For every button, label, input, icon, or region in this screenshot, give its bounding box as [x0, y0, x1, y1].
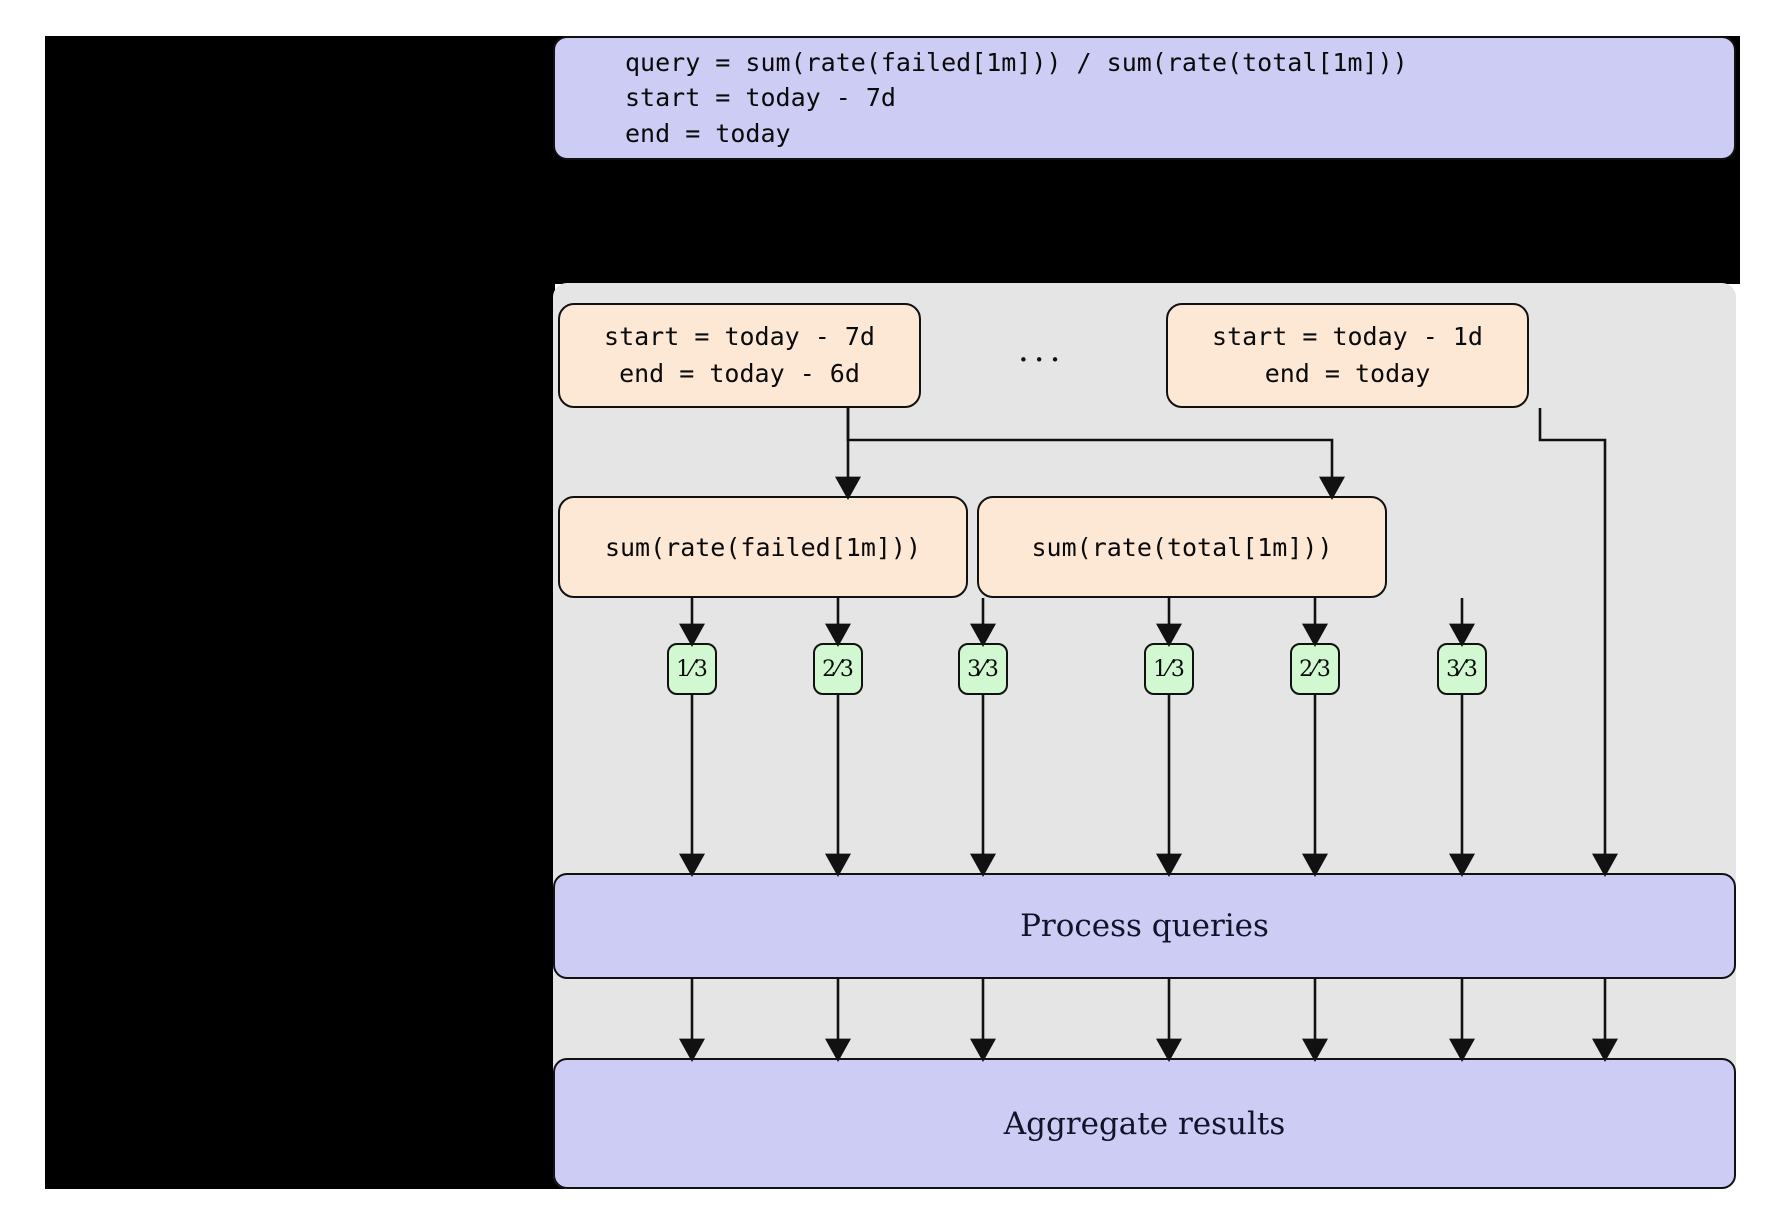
- aggregate-results-stage: Aggregate results: [553, 1058, 1736, 1189]
- shard-badge-total-3: 3⁄3: [1437, 643, 1487, 695]
- original-query-text: query = sum(rate(failed[1m])) / sum(rate…: [625, 47, 1408, 148]
- time-window-first: start = today - 7d end = today - 6d: [558, 303, 921, 408]
- shard-badge-failed-3: 3⁄3: [958, 643, 1008, 695]
- subquery-failed: sum(rate(failed[1m])): [558, 496, 968, 598]
- time-window-last: start = today - 1d end = today: [1166, 303, 1529, 408]
- backdrop-left: [45, 36, 555, 1189]
- shard-badge-total-1: 1⁄3: [1144, 643, 1194, 695]
- process-queries-stage: Process queries: [553, 873, 1736, 979]
- subquery-total-text: sum(rate(total[1m])): [1031, 532, 1333, 562]
- shard-badge-failed-2: 2⁄3: [813, 643, 863, 695]
- shard-badge-failed-3-label: 3⁄3: [967, 656, 999, 682]
- shard-badge-total-1-label: 1⁄3: [1153, 656, 1185, 682]
- ellipsis-marker: ...: [1018, 330, 1066, 370]
- subquery-total: sum(rate(total[1m])): [977, 496, 1387, 598]
- shard-badge-total-2: 2⁄3: [1290, 643, 1340, 695]
- subquery-failed-text: sum(rate(failed[1m])): [604, 532, 922, 562]
- time-window-last-text: start = today - 1d end = today: [1212, 322, 1483, 388]
- shard-badge-failed-1-label: 1⁄3: [676, 656, 708, 682]
- process-queries-label: Process queries: [1020, 908, 1269, 944]
- split-panel: [553, 283, 1736, 1189]
- shard-badge-total-3-label: 3⁄3: [1446, 656, 1478, 682]
- shard-badge-failed-2-label: 2⁄3: [822, 656, 854, 682]
- original-query-block: query = sum(rate(failed[1m])) / sum(rate…: [553, 36, 1736, 160]
- time-window-first-text: start = today - 7d end = today - 6d: [604, 322, 875, 388]
- aggregate-results-label: Aggregate results: [1003, 1105, 1286, 1142]
- shard-badge-failed-1: 1⁄3: [667, 643, 717, 695]
- shard-badge-total-2-label: 2⁄3: [1299, 656, 1331, 682]
